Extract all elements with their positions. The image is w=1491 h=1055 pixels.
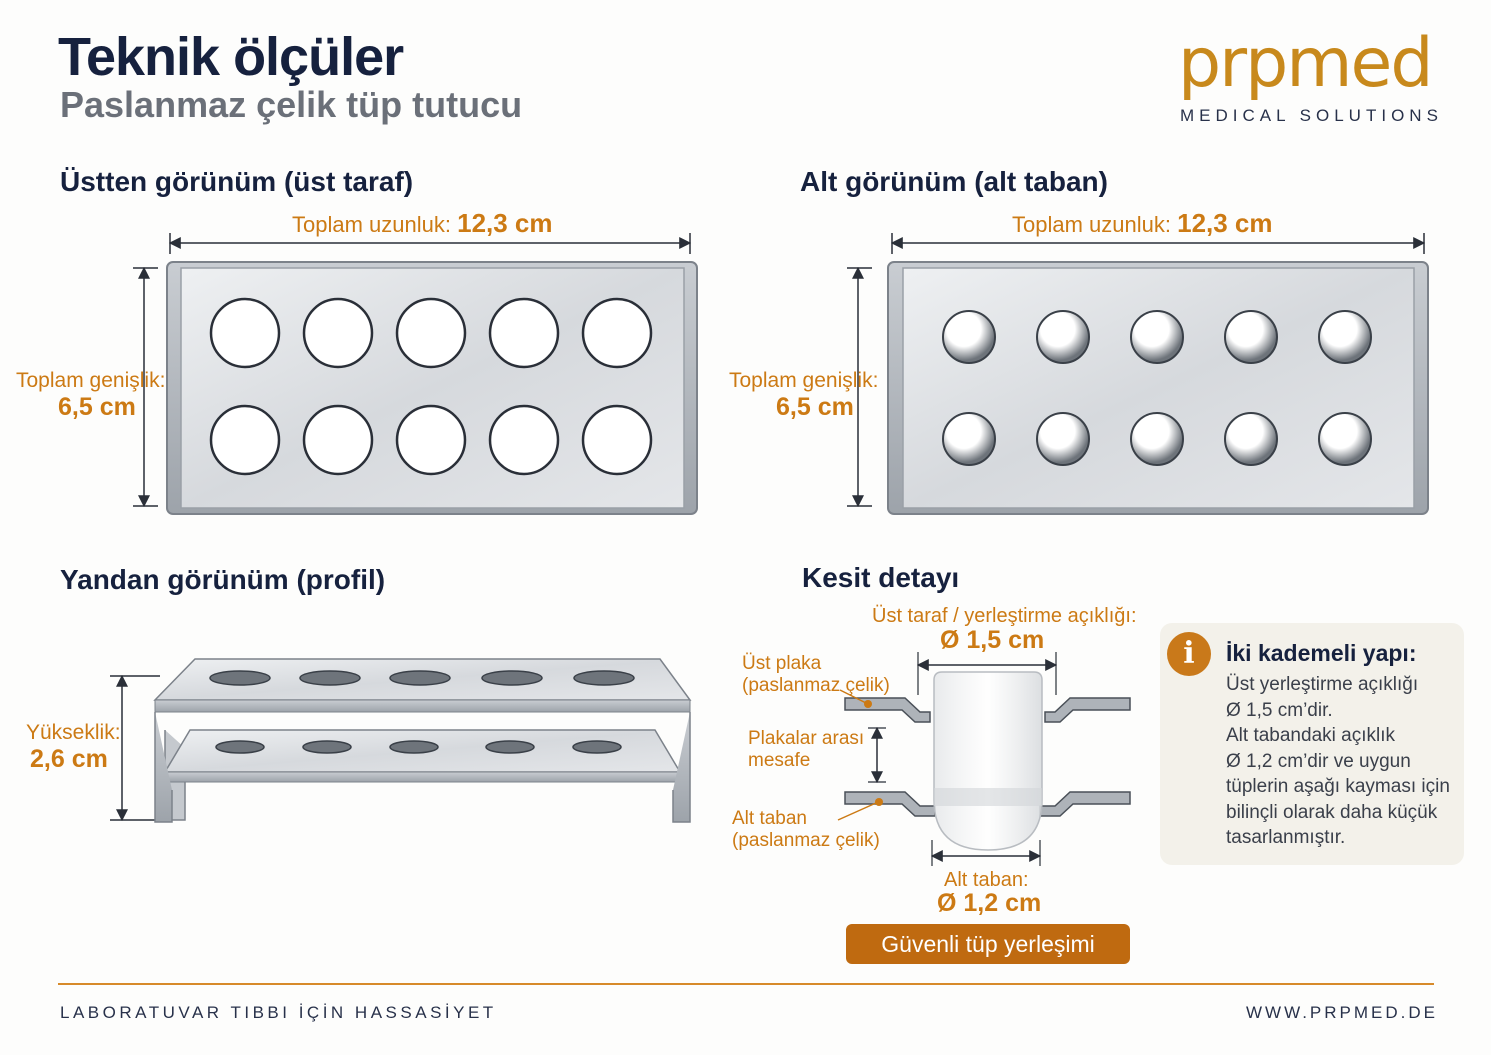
section-heading: Kesit detayı	[802, 562, 960, 593]
info-line: bilinçli olarak daha küçük	[1226, 801, 1438, 823]
side-view-height-label: Yükseklik:	[26, 721, 121, 744]
info-line: tasarlanmıştır.	[1226, 827, 1346, 848]
bottom-view-length: Toplam uzunluk: 12,3 cm	[1012, 208, 1273, 238]
bottom-view-width-value: 6,5 cm	[776, 393, 854, 421]
info-body: Üst yerleştirme açıklığı Ø 1,5 cm’dir. A…	[1226, 672, 1462, 851]
top-plate-label: Üst plaka	[742, 653, 822, 674]
top-view-width-label: Toplam genişlik:	[16, 369, 166, 392]
bottom-view-width-label: Toplam genişlik:	[729, 369, 879, 392]
bottom-opening-value: Ø 1,2 cm	[937, 889, 1042, 917]
side-view-height-value: 2,6 cm	[30, 745, 108, 773]
brand-tagline: MEDICAL SOLUTIONS	[1180, 106, 1443, 125]
bottom-plate-material: (paslanmaz çelik)	[732, 830, 880, 851]
info-line: Alt tabandaki açıklık	[1226, 725, 1395, 746]
side-view-heading: Yandan görünüm (profil)	[60, 564, 386, 595]
top-view-length: Toplam uzunluk: 12,3 cm	[292, 208, 553, 238]
footer-website-link[interactable]: WWW.PRPMED.DE	[1246, 1003, 1438, 1022]
top-plate-material: (paslanmaz çelik)	[742, 675, 890, 696]
page-title: Teknik ölçüler	[58, 27, 404, 87]
bottom-opening-label: Alt taban:	[944, 869, 1029, 891]
side-view-drawing	[110, 658, 692, 823]
info-box	[1160, 623, 1464, 865]
info-line: Üst yerleştirme açıklığı	[1226, 674, 1419, 695]
gap-label-line-2: mesafe	[748, 750, 811, 771]
safe-placement-button[interactable]: Güvenli tüp yerleşimi	[846, 924, 1130, 964]
top-view-drawing	[133, 233, 698, 515]
info-title: İki kademeli yapı:	[1226, 640, 1417, 666]
page-subtitle: Paslanmaz çelik tüp tutucu	[60, 84, 523, 125]
top-view-heading: Üstten görünüm (üst taraf)	[60, 166, 414, 197]
bottom-plate-label: Alt taban	[732, 808, 807, 829]
top-view-width-value: 6,5 cm	[58, 393, 136, 421]
top-opening-value: Ø 1,5 cm	[940, 626, 1045, 654]
brand-logo: prpmed	[1178, 24, 1434, 103]
info-line: Ø 1,5 cm’dir.	[1226, 699, 1333, 721]
gap-label-line-1: Plakalar arası	[748, 728, 865, 749]
footer-divider	[58, 983, 1434, 985]
section-drawing	[837, 652, 1131, 866]
bottom-view-drawing	[847, 233, 1429, 515]
bottom-view-heading: Alt görünüm (alt taban)	[800, 166, 1108, 197]
info-icon: i	[1167, 632, 1211, 676]
top-opening-label: Üst taraf / yerleştirme açıklığı:	[872, 605, 1137, 627]
info-line: Ø 1,2 cm’dir ve uygun	[1226, 750, 1411, 772]
info-line: tüplerin aşağı kayması için	[1226, 776, 1450, 797]
footer-tagline: LABORATUVAR TIBBI İÇİN HASSASİYET	[60, 1003, 497, 1022]
